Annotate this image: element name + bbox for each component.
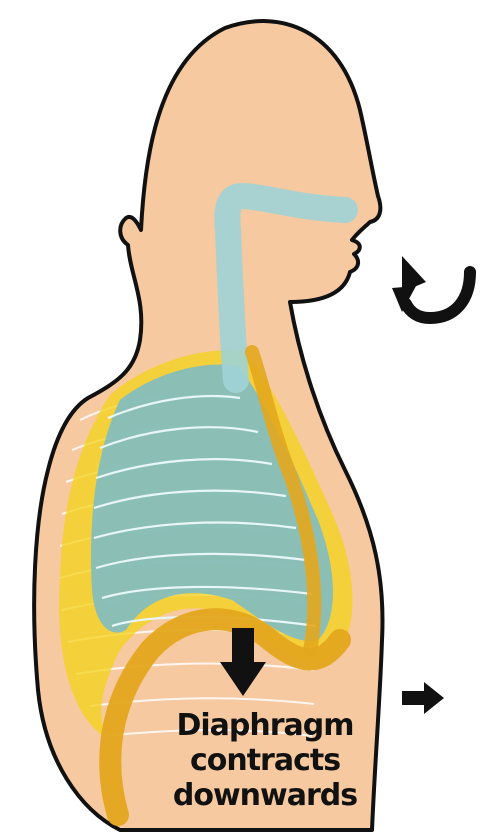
caption-line-1: Diaphragm: [150, 708, 380, 743]
caption-line-3: downwards: [150, 778, 380, 813]
right-arrow-icon: [402, 682, 444, 714]
caption-line-2: contracts: [150, 743, 380, 778]
curved-arrow-icon: [392, 256, 470, 318]
diaphragm-caption: Diaphragm contracts downwards: [150, 708, 380, 813]
